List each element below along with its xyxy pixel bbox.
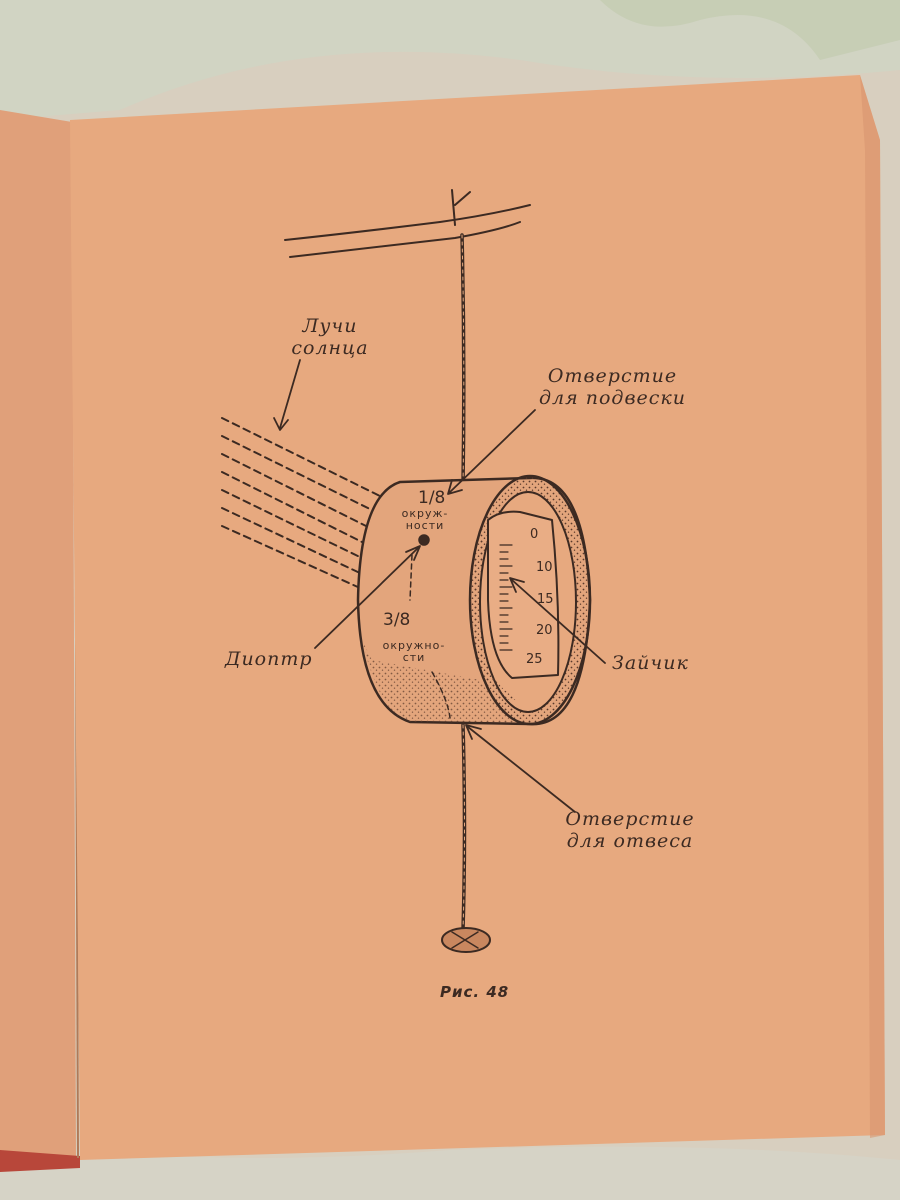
circumference-top: окруж- ности <box>392 508 458 532</box>
branch <box>284 189 531 258</box>
figure-caption: Рис. 48 <box>440 983 510 1001</box>
fraction-bottom: 3/8 <box>383 610 411 630</box>
sun-rays-label: Лучи солнца <box>285 315 375 359</box>
sun-rays-label-line2: солнца <box>291 337 369 359</box>
arrow-diopter <box>314 547 419 649</box>
plumb-hole-label-line1: Отверстие <box>565 808 695 830</box>
circumference-top-line2: ности <box>405 519 445 532</box>
arrow-plumb-hole <box>467 726 576 813</box>
sun-rays <box>221 417 389 589</box>
circumference-bottom: окружно- сти <box>372 640 456 664</box>
circumference-bottom-line1: окружно- <box>382 639 446 652</box>
fabric-pattern <box>0 0 900 120</box>
plumb-hole-label-line2: для отвеса <box>566 830 694 852</box>
plumb-hole-label: Отверстие для отвеса <box>555 808 705 852</box>
hang-hole-label-line2: для подвески <box>538 387 686 409</box>
circumference-top-line1: окруж- <box>401 507 449 520</box>
arrow-hang-hole <box>449 409 536 493</box>
hang-hole-label-line1: Отверстие <box>547 365 678 387</box>
diopter-hole <box>418 534 430 546</box>
scale-number-20: 20 <box>536 623 553 638</box>
left-page <box>0 110 76 1165</box>
circumference-bottom-line2: сти <box>402 651 426 664</box>
scale-number-0: 0 <box>530 527 539 542</box>
arrow-sun-rays <box>279 359 301 429</box>
scale-number-15: 15 <box>537 592 554 607</box>
fraction-top: 1/8 <box>418 488 446 508</box>
cord-lower <box>461 723 467 932</box>
scale-number-10: 10 <box>536 560 553 575</box>
light-spot-label: Зайчик <box>612 652 689 674</box>
hang-hole-label: Отверстие для подвески <box>530 365 695 409</box>
diopter-label: Диоптр <box>225 648 313 670</box>
scale-ticks <box>499 544 513 651</box>
arrow-light-spot <box>511 579 606 664</box>
scale-number-25: 25 <box>526 652 543 667</box>
sun-rays-label-line1: Лучи <box>302 315 358 337</box>
